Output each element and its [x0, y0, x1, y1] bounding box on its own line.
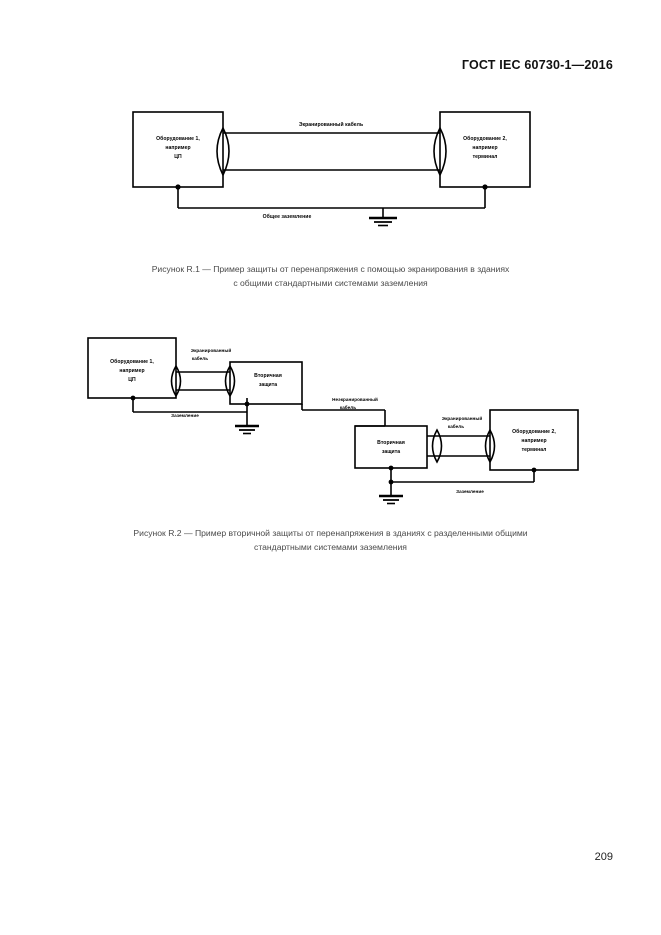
equipment1-label-line3: ЦП [174, 154, 182, 160]
secondary-protection-2-line1: Вторичная [377, 440, 405, 446]
figure-r1: Оборудование 1, например ЦП Оборудование… [0, 100, 661, 240]
figure-r2: Оборудование 1, например ЦП Экранированн… [0, 330, 661, 510]
equipment2-label-line1: Оборудование 2, [512, 428, 556, 435]
equipment2-label-line3: терминал [473, 154, 498, 160]
junction-dot-3 [388, 465, 394, 471]
junction-dot-2 [244, 401, 250, 407]
ferrite-2-icon [224, 364, 236, 398]
unshielded-cable-line1: Неэкранированный [332, 396, 378, 402]
junction-dot-1 [130, 395, 136, 401]
junction-dot-5 [388, 479, 394, 485]
shielded-cable-label: Экранированный кабель [299, 121, 363, 128]
equipment1-label-line1: Оборудование 1, [156, 135, 200, 142]
junction-dot-left [175, 184, 181, 190]
ferrite-4-icon [484, 428, 496, 464]
equipment2-label-line2: например [521, 438, 546, 444]
junction-dot-right [482, 184, 488, 190]
equipment1-label-line2: например [165, 145, 190, 151]
secondary-protection-1-line1: Вторичная [254, 373, 282, 379]
earthing-1-label: Заземление [171, 413, 199, 418]
ferrite-right-icon [433, 126, 447, 177]
shielded-cable-1-line1: Экранированный [191, 347, 232, 353]
page-number: 209 [594, 851, 613, 863]
figure-r2-caption-line2: стандартными системами заземления [254, 542, 407, 552]
secondary-protection-2-line2: защита [382, 449, 400, 455]
figure-r2-caption-line1: Рисунок R.2 — Пример вторичной защиты от… [133, 528, 528, 538]
equipment2-label-line1: Оборудование 2, [463, 135, 507, 142]
earthing-2-label: Заземление [456, 489, 484, 494]
equipment1-label-line3: ЦП [128, 377, 136, 383]
secondary-protection-1-line2: защита [259, 382, 277, 388]
page-header: ГОСТ IEC 60730-1—2016 [461, 58, 613, 72]
ferrite-3-icon [431, 428, 443, 464]
secondary-protection-box-2 [354, 425, 428, 469]
secondary-protection-box-1 [229, 361, 303, 405]
figure-r1-caption: Рисунок R.1 — Пример защиты от перенапря… [0, 262, 661, 290]
equipment2-label-line2: например [472, 145, 497, 151]
ferrite-1-icon [170, 364, 182, 398]
ferrite-left-icon [216, 126, 230, 177]
shielded-cable-1-line2: кабель [192, 355, 208, 361]
figure-r2-caption: Рисунок R.2 — Пример вторичной защиты от… [0, 526, 661, 554]
equipment2-label-line3: терминал [522, 447, 547, 453]
shielded-cable-2-line1: Экранированный [442, 415, 483, 421]
figure-r1-caption-line1: Рисунок R.1 — Пример защиты от перенапря… [151, 264, 510, 274]
junction-dot-4 [531, 467, 537, 473]
equipment1-label-line2: например [119, 368, 144, 374]
figure-r1-caption-line2: с общими стандартными системами заземлен… [233, 278, 428, 288]
unshielded-cable-line2: кабель [340, 404, 356, 410]
equipment1-label-line1: Оборудование 1, [110, 358, 154, 365]
shielded-cable-2-line2: кабель [448, 423, 464, 429]
common-earth-label: Общее заземление [263, 213, 312, 220]
